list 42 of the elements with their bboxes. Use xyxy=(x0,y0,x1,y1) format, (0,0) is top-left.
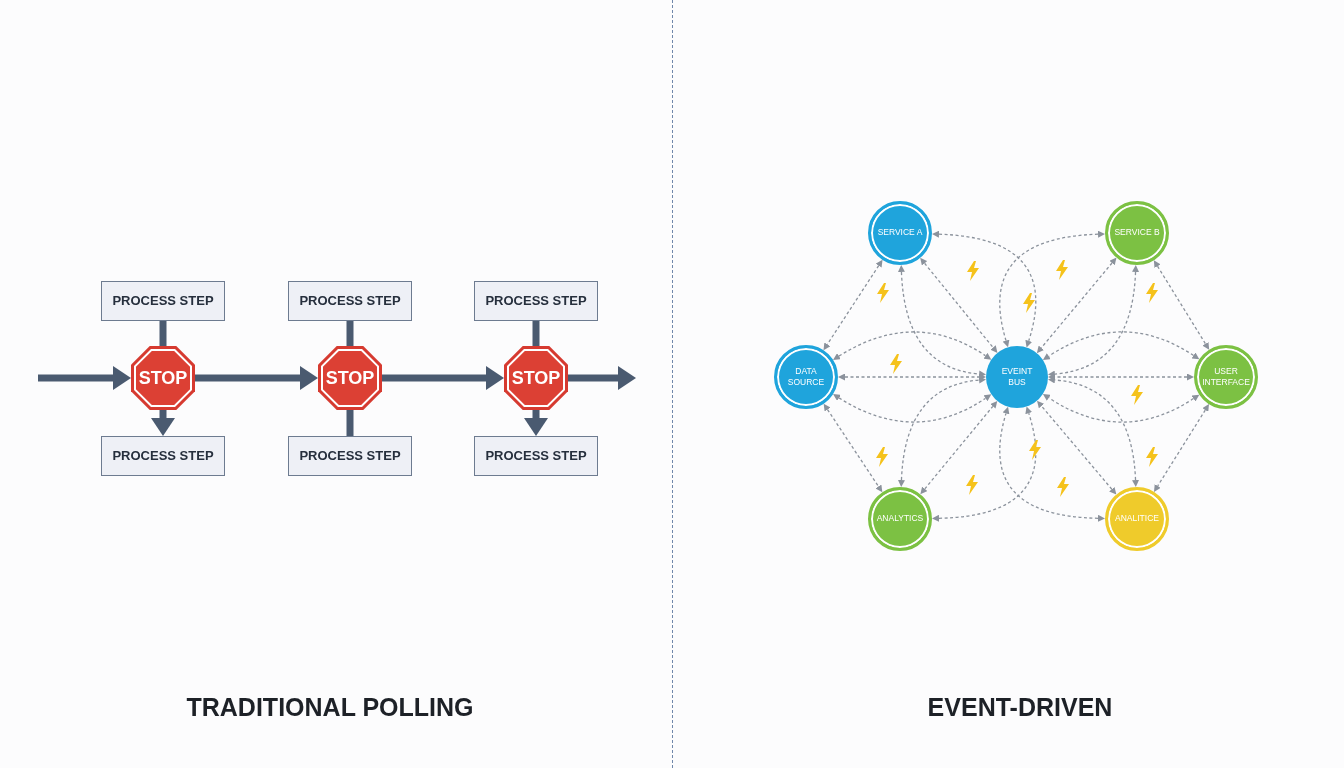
dashed-arrow xyxy=(897,376,987,487)
dashed-arrow xyxy=(1154,404,1209,492)
dashed-arrow xyxy=(1042,394,1200,423)
stop-sign: STOP xyxy=(318,346,382,410)
dashed-arrow xyxy=(1042,331,1200,360)
connector-line xyxy=(159,321,167,346)
dashed-arrow xyxy=(832,394,992,423)
dashed-arrow xyxy=(897,265,987,378)
dashed-arrow xyxy=(1047,265,1140,378)
dashed-arrow xyxy=(920,257,998,353)
dashed-arrow xyxy=(832,331,992,360)
arrow xyxy=(195,366,318,390)
dashed-arrow xyxy=(999,230,1105,348)
dashed-arrow xyxy=(1047,376,1140,487)
process-box: PROCESS STEP xyxy=(288,281,412,321)
panel-title: EVENT-DRIVEN xyxy=(927,692,1113,723)
panel-title: TRADITIONAL POLLING xyxy=(186,692,474,723)
dashed-arrow xyxy=(999,406,1105,522)
process-box: PROCESS STEP xyxy=(474,436,598,476)
dashed-arrow xyxy=(1037,400,1117,495)
dashed-arrow xyxy=(838,373,986,381)
connector-line xyxy=(346,321,354,346)
process-box: PROCESS STEP xyxy=(288,436,412,476)
dashed-arrow xyxy=(920,400,998,495)
arrow xyxy=(151,410,175,436)
arrow xyxy=(568,366,636,390)
dashed-arrow xyxy=(1048,373,1194,381)
dashed-arrow xyxy=(1153,260,1210,350)
dashed-arrow xyxy=(823,259,883,351)
process-box: PROCESS STEP xyxy=(101,281,225,321)
stop-sign: STOP xyxy=(504,346,568,410)
connector-line xyxy=(532,321,540,346)
dashed-arrow xyxy=(932,406,1037,522)
dashed-arrow xyxy=(1036,257,1117,354)
process-box: PROCESS STEP xyxy=(474,281,598,321)
stop-sign: STOP xyxy=(131,346,195,410)
arrow xyxy=(382,366,504,390)
dashed-arrow xyxy=(932,230,1037,348)
connector-line xyxy=(346,410,354,436)
dashed-arrow xyxy=(823,403,883,493)
arrow xyxy=(524,410,548,436)
process-box: PROCESS STEP xyxy=(101,436,225,476)
